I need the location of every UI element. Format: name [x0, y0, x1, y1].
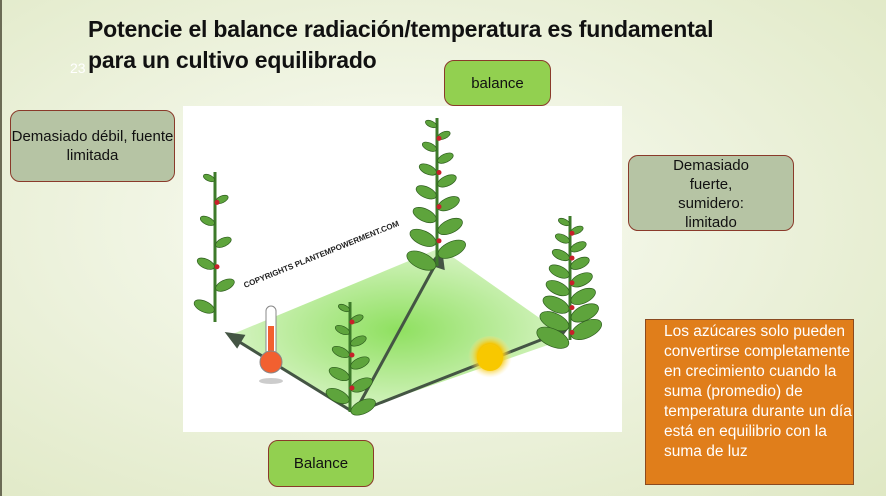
plant-1 — [406, 118, 466, 271]
slide-title: Potencie el balance radiación/temperatur… — [88, 16, 714, 73]
window-edge — [0, 0, 2, 496]
plant-balance-illustration: COPYRIGHTS PLANTEMPOWERMENT.COM — [183, 106, 622, 432]
label-text: balance — [471, 74, 524, 92]
note-text: Los azúcares solo pueden convertirse com… — [664, 323, 852, 460]
slide-number: 23 — [70, 60, 86, 76]
label-balance-bottom: Balance — [268, 440, 374, 487]
thermometer-icon — [259, 305, 283, 384]
note-box — [645, 319, 854, 485]
label-too-weak: Demasiado débil, fuente limitada — [10, 110, 175, 182]
label-too-strong: Demasiado fuerte, sumidero: limitado — [628, 155, 794, 231]
plant-3 — [325, 302, 376, 416]
label-text: Demasiado débil, fuente limitada — [11, 128, 174, 164]
label-balance-top: balance — [444, 60, 551, 106]
plant-0 — [193, 172, 235, 322]
label-text: Demasiado fuerte, sumidero: limitado — [673, 157, 749, 231]
label-text: Balance — [293, 455, 349, 472]
plant-2 — [536, 216, 603, 349]
sun-icon — [468, 336, 512, 380]
ground-plane — [228, 248, 568, 412]
